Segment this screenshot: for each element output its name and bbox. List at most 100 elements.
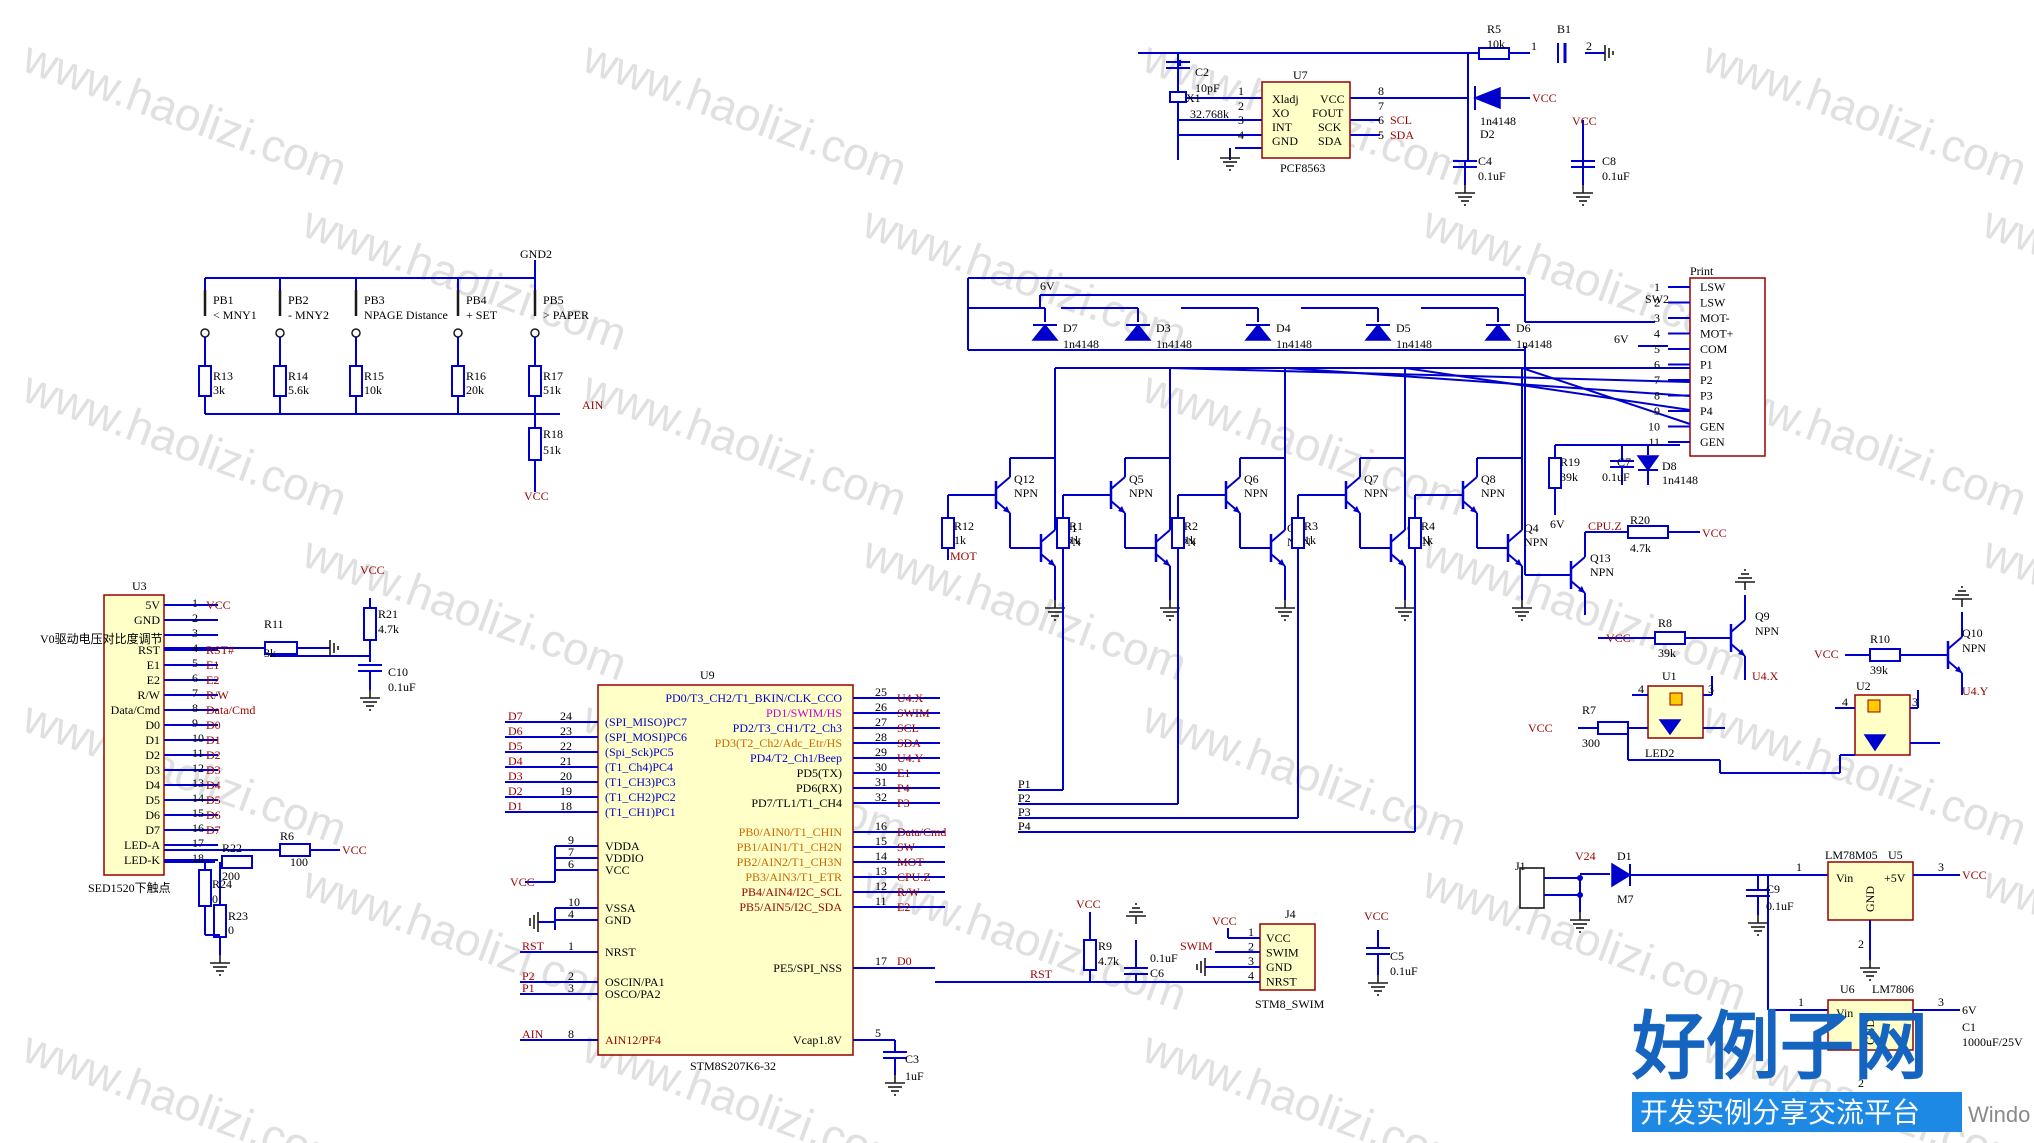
mcu-aux-net-3: AIN: [522, 1027, 544, 1041]
print-pin-num-5: 6: [1654, 358, 1660, 372]
c2-ref: C2: [1195, 65, 1209, 79]
j4-swim-net: SWIM: [1180, 939, 1213, 953]
brand-banner: [1632, 1092, 1962, 1132]
diode-ref-0: D7: [1063, 321, 1078, 335]
mcu-rt-net-7: P3: [897, 796, 910, 810]
r7-value: 300: [1582, 736, 1600, 750]
lcd-net-11: D3: [206, 763, 221, 777]
u7-pinnum-1: 1: [1238, 84, 1244, 98]
watermark-text: www.haolizi.com: [1976, 195, 2034, 360]
transistor-q3: [1379, 528, 1407, 568]
u6-ref: U6: [1840, 982, 1855, 996]
c4-value: 0.1uF: [1478, 169, 1506, 183]
cpuz-net: CPU.Z: [1588, 519, 1622, 533]
q9-type: NPN: [1755, 624, 1779, 638]
d2-value: 1n4148: [1480, 114, 1516, 128]
mcu-pwr-num-0: 9: [568, 833, 574, 847]
mcu-rt-name-3: PD3(T2_Ch2/Adc_Etr/HS: [715, 736, 842, 750]
key-r-value-1: 5.6k: [288, 383, 309, 397]
u7-pinnum-7: 7: [1378, 99, 1384, 113]
mcu-rt-num-2: 27: [875, 715, 887, 729]
u6-vin: Vin: [1836, 1006, 1853, 1020]
r6-vcc: VCC: [342, 843, 367, 857]
driver-r-value-2: 1k: [1184, 533, 1196, 547]
u2-pin3: 3: [1912, 695, 1918, 709]
qa-ref-0: Q12: [1014, 472, 1035, 486]
r10-value: 39k: [1870, 663, 1888, 677]
watermark-layer: www.haolizi.com www.haolizi.com www.haoliz…: [16, 30, 2034, 1143]
mcu-rt-num-0: 25: [875, 685, 887, 699]
mcu-aux-net-1: P2: [522, 969, 535, 983]
watermark-text: www.haolizi.com: [296, 525, 634, 690]
mcu-left-name-5: (T1_CH2)PC2: [605, 790, 676, 804]
r9-vcc: VCC: [1076, 897, 1101, 911]
r11-value: 3k: [264, 646, 276, 660]
key-r-value-4: 51k: [543, 383, 561, 397]
mcu-left-net-3: D4: [508, 754, 523, 768]
mcu-rm-num-2: 14: [875, 849, 887, 863]
u5-vcc: VCC: [1962, 868, 1987, 882]
driver-resistor-4: [1408, 517, 1422, 549]
mcu-pe5-name: PE5/SPI_NSS: [773, 961, 842, 975]
b1-pin1: 1: [1531, 39, 1537, 53]
lcd-pin-7: Data/Cmd: [111, 703, 160, 717]
power-block: J1 V24 D1 M7 C9 0.1uF LM78M05 U5 Vin +5V…: [1515, 848, 2023, 1090]
b1-pin2: 2: [1586, 39, 1592, 53]
u5-pin1: 1: [1796, 860, 1802, 874]
print-conn-ref: Print: [1690, 264, 1714, 278]
c6-value: 0.1uF: [1150, 951, 1178, 965]
mcu-pwr-num-1: 7: [568, 845, 574, 859]
mcu-left-num-3: 21: [560, 754, 572, 768]
mcu-aux-name-3: AIN12/PF4: [605, 1033, 661, 1047]
lcd-net-3: RST#: [206, 643, 234, 657]
u2-pin4: 4: [1842, 695, 1848, 709]
transistor-q2: [1259, 528, 1287, 568]
print-pin-name-3: MOT+: [1700, 327, 1734, 341]
driver-r-value-4: 1k: [1421, 533, 1433, 547]
lcd-pin-num-1: 2: [192, 611, 198, 625]
qa-ref-4: Q8: [1481, 472, 1496, 486]
lcd-pin-11: D3: [145, 763, 160, 777]
r20-value: 4.7k: [1630, 541, 1651, 555]
c9-ref: C9: [1766, 882, 1780, 896]
print-pin-name-4: COM: [1700, 342, 1728, 356]
u7-pinnum-8: 8: [1378, 84, 1384, 98]
mcu-left-net-5: D2: [508, 784, 523, 798]
mcu-pwr-name-1: VDDIO: [605, 851, 644, 865]
r22-value: 200: [222, 869, 240, 883]
mot-net: MOT: [950, 549, 977, 563]
mcu-aux-num-0: 1: [568, 939, 574, 953]
swim-pin-num-3: 4: [1248, 969, 1254, 983]
lcd-net-12: D4: [206, 778, 221, 792]
lcd-pin-num-6: 7: [192, 686, 198, 700]
swim-pin-name-1: SWIM: [1266, 946, 1299, 960]
watermark-text: www.haolizi.com: [16, 1020, 354, 1143]
print-pin-name-0: LSW: [1700, 280, 1726, 294]
contrast-note: V0驱动电压对比度调节: [40, 631, 163, 646]
q9-vcc: VCC: [1606, 631, 1631, 645]
driver-net-2: P2: [1018, 791, 1031, 805]
b1-ref: B1: [1557, 22, 1571, 36]
brand-overlay: 好例子网 开发实例分享交流平台 Windo: [1631, 1004, 2030, 1132]
r6-value: 100: [290, 855, 308, 869]
c7-value: 0.1uF: [1602, 470, 1630, 484]
u5-vin: Vin: [1836, 871, 1853, 885]
mcu-rt-name-4: PD4/T2_Ch1/Beep: [750, 751, 842, 765]
lcd-net-7: Data/Cmd: [206, 703, 255, 717]
watermark-text: www.haolizi.com: [1136, 1020, 1474, 1143]
mcu-block: U9 STM8S207K6-32 VCC C3 1uF: [510, 668, 924, 1096]
print-6v-net: 6V: [1614, 332, 1629, 346]
r5-ref: R5: [1487, 22, 1501, 36]
mcu-rm-num-5: 11: [875, 894, 887, 908]
lcd-net-9: D1: [206, 733, 221, 747]
mcu-pwr-num-2: 6: [568, 857, 574, 871]
key-label-3: + SET: [466, 308, 498, 322]
u7-pin-sda: SDA: [1318, 134, 1342, 148]
swim-rst-net: RST: [1030, 967, 1053, 981]
lcd-pin-num-4: 5: [192, 656, 198, 670]
r19-6v: 6V: [1550, 517, 1565, 531]
key-resistor-3: [451, 365, 465, 397]
q13-ref: Q13: [1590, 551, 1611, 565]
u1-pin4: 4: [1638, 682, 1644, 696]
key-ref-1: PB2: [288, 293, 309, 307]
